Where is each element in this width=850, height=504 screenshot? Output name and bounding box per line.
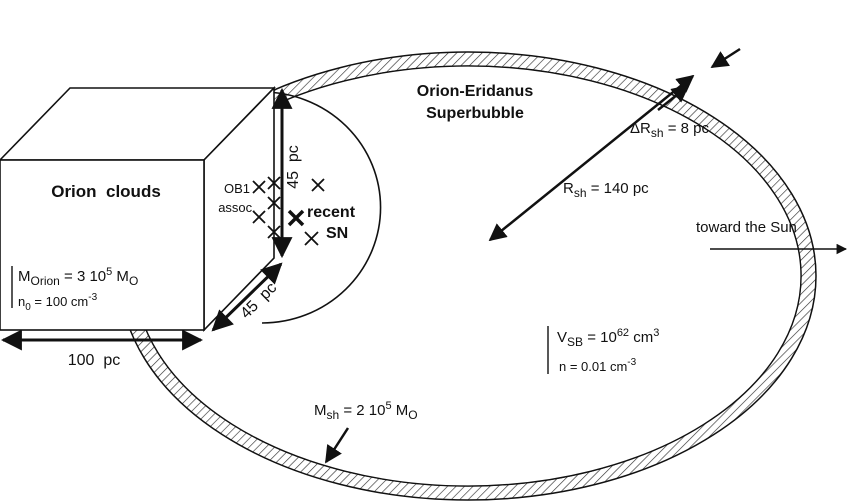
bubble-volume-label: VSB = 1062 cm3 [557, 327, 659, 349]
ob1-stars [252, 176, 325, 246]
shell-mass-arrow [324, 427, 350, 464]
radius-arrow [488, 74, 695, 242]
thickness-arrow-outer [710, 47, 741, 69]
depth-arrow [211, 262, 283, 332]
height-label: 45 pc [285, 145, 302, 189]
sn-label-line1: recent [307, 204, 356, 221]
ob1-label-line1: OB1 [224, 181, 250, 196]
bubble-density-label: n = 0.01 cm-3 [559, 357, 637, 374]
clouds-mass-label: MOrion = 3 105 MO [18, 266, 138, 288]
shell-radius-label: Rsh = 140 pc [563, 180, 649, 200]
width-label: 100 pc [68, 352, 120, 369]
shell-thickness-label: ΔRsh = 8 pc [630, 120, 709, 140]
clouds-density-label: n0 = 100 cm-3 [18, 292, 98, 313]
sun-direction-label: toward the Sun [696, 219, 797, 236]
thickness-arrow-inner [657, 84, 690, 111]
sn-label-line2: SN [326, 225, 348, 242]
superbubble-title-line1: Orion-Eridanus [417, 83, 534, 100]
shell-mass-label: Msh = 2 105 MO [314, 400, 418, 422]
sn-marker [287, 209, 305, 227]
sn-remnant-arc [261, 91, 382, 324]
ob1-label-line2: assoc. [218, 200, 256, 215]
superbubble-title-line2: Superbubble [426, 105, 524, 122]
clouds-title: Orion clouds [51, 182, 161, 201]
